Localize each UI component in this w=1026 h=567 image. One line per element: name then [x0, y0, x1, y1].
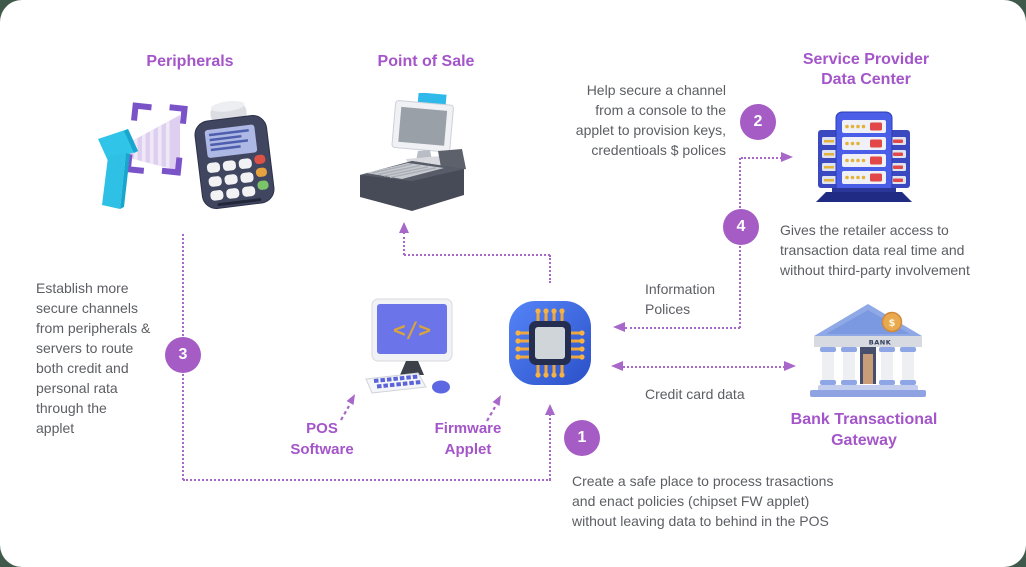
step-2-line: credentioals $ polices: [591, 142, 726, 158]
step-1-line: Create a safe place to process trasactio…: [572, 473, 834, 489]
firmware-applet-line2: Applet: [444, 441, 492, 458]
step-1-line: without leaving data to behind in the PO…: [572, 513, 829, 529]
credit-card-arrowhead-left: [611, 361, 623, 371]
flow4-horizontal-line: [625, 327, 740, 329]
firmware-applet-line1: Firmware: [434, 420, 502, 437]
point-of-sale-heading: Point of Sale: [377, 53, 475, 70]
service-provider-heading: Service Provider Data Center: [771, 50, 961, 90]
flow3-horizontal-line: [183, 479, 551, 481]
pos-software-pointer-arrow: [340, 394, 355, 421]
step-3-line: through the: [36, 400, 107, 416]
flow1-arrowhead-up: [545, 404, 555, 415]
firmware-applet-pointer-arrow: [486, 395, 501, 422]
information-polices-line2: Polices: [645, 301, 691, 317]
code-glyph: </>: [393, 318, 431, 342]
bank-icon: $ BANK: [810, 304, 926, 397]
step-4-badge: 4: [723, 209, 759, 245]
flow4-arrowhead-left: [613, 322, 625, 332]
pos-software-label: POS Software: [262, 418, 382, 460]
step-3-line: secure channels: [36, 300, 138, 316]
flow1-vertical-line: [549, 414, 551, 480]
step-4-text: Gives the retailer access to transaction…: [780, 220, 1010, 280]
chip-icon: [509, 301, 591, 385]
bank-sign-text: BANK: [869, 339, 892, 347]
step-2-badge: 2: [740, 104, 776, 140]
step-4-line: without third-party involvement: [780, 262, 970, 278]
service-provider-line2: Data Center: [821, 71, 911, 88]
step-3-line: Establish more: [36, 280, 129, 296]
step-3-line: both credit and: [36, 360, 129, 376]
credit-card-data-label: Credit card data: [645, 386, 745, 402]
step-3-text: Establish more secure channels from peri…: [36, 278, 196, 438]
information-polices-label: Information Polices: [645, 279, 715, 319]
peripherals-heading: Peripherals: [146, 53, 234, 70]
step-1-text: Create a safe place to process trasactio…: [572, 471, 882, 531]
pos-software-line1: POS: [306, 420, 338, 437]
service-provider-line1: Service Provider: [802, 51, 930, 68]
step-3-badge: 3: [165, 337, 201, 373]
credit-card-line: [623, 366, 785, 368]
credit-card-arrowhead-right: [784, 361, 796, 371]
flow2-horizontal-line: [741, 157, 782, 159]
firmware-applet-label: Firmware Applet: [408, 418, 528, 460]
step-3-line: servers to route: [36, 340, 134, 356]
pos-software-line2: Software: [290, 441, 354, 458]
pos-vertical-line: [403, 232, 405, 255]
step-1-badge: 1: [564, 420, 600, 456]
step-3-line: applet: [36, 420, 75, 436]
bank-gateway-label: Bank Transactional Gateway: [754, 409, 974, 451]
step-4-line: transaction data real time and: [780, 242, 965, 258]
card-terminal-icon: [194, 101, 275, 209]
step-3-line: personal rata: [36, 380, 118, 396]
step-3-line: from peripherals &: [36, 320, 151, 336]
information-polices-line1: Information: [645, 281, 716, 297]
step-2-line: from a console to the: [595, 102, 726, 118]
flow2-arrowhead-right: [781, 152, 793, 162]
cash-register-icon: [360, 93, 466, 211]
chip-to-pos-vertical-line: [549, 255, 551, 283]
bank-gateway-line1: Bank Transactional: [790, 411, 938, 428]
step-2-line: Help secure a channel: [586, 82, 726, 98]
server-rack-icon: [816, 111, 912, 202]
desktop-code-icon: </>: [365, 298, 453, 394]
bank-gateway-line2: Gateway: [831, 432, 897, 449]
step-2-line: applet to provision keys,: [575, 122, 726, 138]
step-1-line: and enact policies (chipset FW applet): [572, 493, 810, 509]
coin-dollar-glyph: $: [889, 318, 896, 329]
pos-arrowhead-up: [399, 222, 409, 233]
chip-to-pos-horizontal-line: [404, 254, 550, 256]
barcode-scanner-icon: [98, 102, 188, 209]
step-2-text: Help secure a channel from a console to …: [548, 80, 726, 160]
step-4-line: Gives the retailer access to: [780, 222, 949, 238]
